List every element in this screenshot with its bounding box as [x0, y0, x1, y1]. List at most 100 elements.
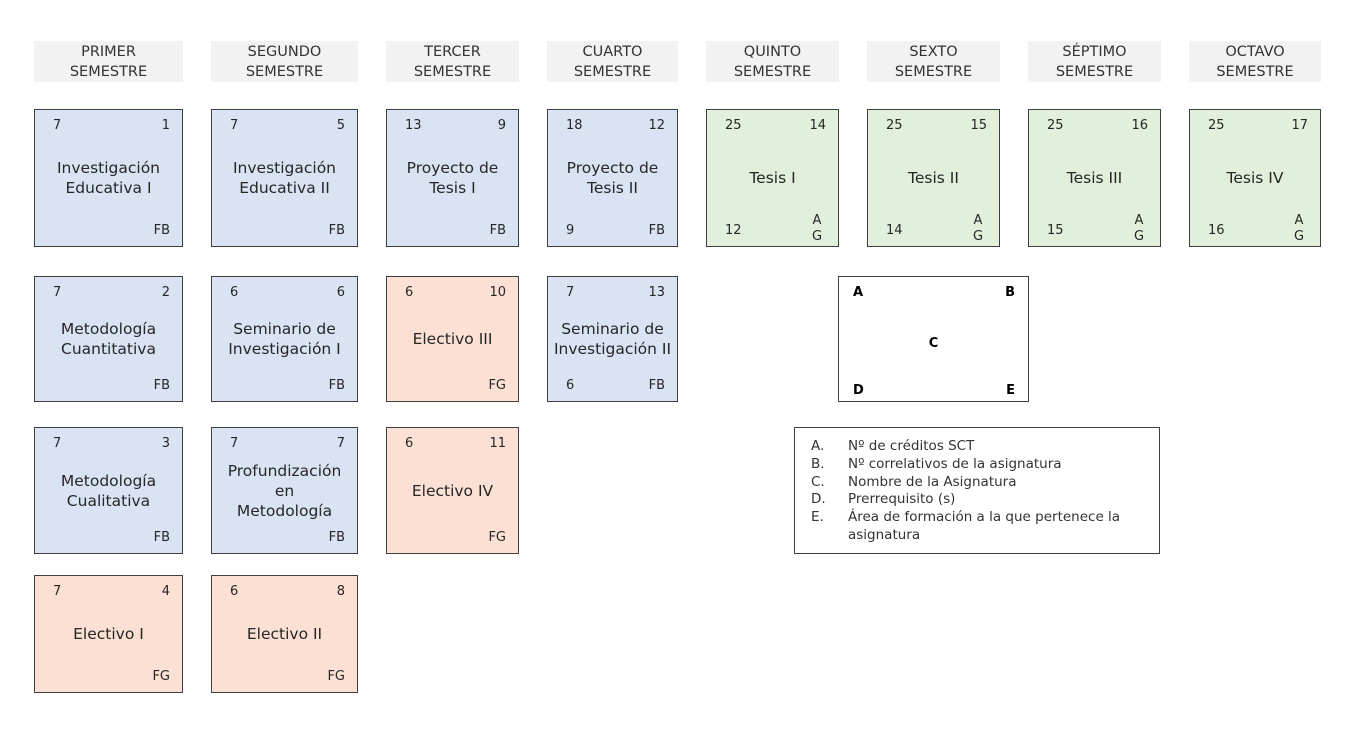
- course-prereq: 9: [566, 223, 575, 238]
- course-area: FG: [327, 669, 345, 684]
- course-card: 6 11 Electivo IV FG: [386, 427, 519, 554]
- semester-header-3: TERCER SEMESTRE: [386, 41, 519, 82]
- legend-item: E. Área de formación a la que pertenece …: [811, 509, 1149, 545]
- course-card: 7 5 Investigación Educativa II FB: [211, 109, 358, 247]
- course-name: Seminario de Investigación II: [553, 320, 672, 358]
- course-area: FB: [153, 223, 170, 238]
- legend-key: D.: [811, 491, 826, 508]
- course-card: 13 9 Proyecto de Tesis I FB: [386, 109, 519, 247]
- course-card: 25 14 Tesis I 12 A G: [706, 109, 839, 247]
- reference-b: B: [1005, 285, 1015, 300]
- course-prereq: 14: [886, 223, 903, 238]
- course-number: 8: [336, 584, 345, 599]
- course-credits: 7: [53, 584, 62, 599]
- semester-header-line2: SEMESTRE: [573, 63, 652, 80]
- course-number: 7: [336, 436, 345, 451]
- semester-header-5: QUINTO SEMESTRE: [706, 41, 839, 82]
- legend-item: B. Nº correlativos de la asignatura: [811, 456, 1149, 474]
- reference-c: C: [928, 336, 939, 351]
- semester-header-line1: OCTAVO: [1225, 43, 1285, 60]
- course-area: A G: [972, 213, 984, 244]
- course-area: FB: [648, 378, 665, 393]
- course-area: FB: [328, 223, 345, 238]
- course-prereq: 12: [725, 223, 742, 238]
- course-name: Tesis III: [1066, 169, 1123, 187]
- course-area: FG: [488, 378, 506, 393]
- course-credits: 13: [405, 118, 422, 133]
- semester-header-line1: QUINTO: [743, 43, 802, 60]
- legend-item: A. Nº de créditos SCT: [811, 438, 1149, 456]
- semester-header-1: PRIMER SEMESTRE: [34, 41, 183, 82]
- course-number: 17: [1291, 118, 1308, 133]
- course-credits: 6: [230, 584, 239, 599]
- course-card: 18 12 Proyecto de Tesis II 9 FB: [547, 109, 678, 247]
- course-card: 25 15 Tesis II 14 A G: [867, 109, 1000, 247]
- course-name: Seminario de Investigación I: [228, 320, 341, 358]
- legend-key: A.: [811, 438, 825, 454]
- course-credits: 18: [566, 118, 583, 133]
- semester-header-line1: TERCER: [424, 43, 481, 60]
- semester-header-6: SEXTO SEMESTRE: [867, 41, 1000, 82]
- course-card: 7 3 Metodología Cualitativa FB: [34, 427, 183, 554]
- reference-d: D: [853, 383, 864, 398]
- course-credits: 7: [53, 118, 62, 133]
- semester-header-4: CUARTO SEMESTRE: [547, 41, 678, 82]
- course-number: 15: [970, 118, 987, 133]
- course-number: 12: [648, 118, 665, 133]
- course-area: FG: [152, 669, 170, 684]
- legend-item: C. Nombre de la Asignatura: [811, 474, 1149, 492]
- semester-header-line1: SEXTO: [909, 43, 958, 60]
- semester-header-line2: SEMESTRE: [413, 63, 492, 80]
- course-card: 7 7 Profundización en Metodología FB: [211, 427, 358, 554]
- course-prereq: 6: [566, 378, 575, 393]
- semester-header-line2: SEMESTRE: [894, 63, 973, 80]
- course-credits: 25: [1047, 118, 1064, 133]
- course-credits: 6: [230, 285, 239, 300]
- course-name: Investigación Educativa II: [232, 159, 337, 197]
- semester-header-line2: SEMESTRE: [1216, 63, 1294, 80]
- legend-text: Nombre de la Asignatura: [848, 473, 1017, 490]
- legend-text: Prerrequisito (s): [848, 491, 956, 508]
- course-name: Proyecto de Tesis II: [566, 159, 659, 197]
- reference-e: E: [1006, 383, 1015, 398]
- course-credits: 7: [53, 285, 62, 300]
- course-area: A G: [1293, 213, 1305, 244]
- course-credits: 25: [725, 118, 742, 133]
- course-credits: 25: [1208, 118, 1225, 133]
- reference-card: A B C D E: [838, 276, 1029, 402]
- course-number: 1: [161, 118, 170, 133]
- course-name: Metodología Cuantitativa: [60, 320, 157, 358]
- legend-key: C.: [811, 473, 825, 490]
- course-name: Electivo IV: [411, 481, 494, 500]
- course-prereq: 15: [1047, 223, 1064, 238]
- legend-text: Nº de créditos SCT: [848, 438, 975, 454]
- course-card: 7 1 Investigación Educativa I FB: [34, 109, 183, 247]
- course-number: 4: [161, 584, 170, 599]
- course-number: 5: [336, 118, 345, 133]
- semester-header-line1: CUARTO: [582, 43, 643, 60]
- course-name: Profundización en Metodología: [227, 461, 342, 520]
- course-card: 7 13 Seminario de Investigación II 6 FB: [547, 276, 678, 402]
- semester-header-7: SÉPTIMO SEMESTRE: [1028, 41, 1161, 82]
- course-number: 10: [489, 285, 506, 300]
- course-name: Electivo I: [73, 625, 144, 643]
- legend-key: E.: [811, 509, 824, 526]
- course-prereq: 16: [1208, 223, 1225, 238]
- semester-header-line2: SEMESTRE: [733, 63, 812, 80]
- course-card: 25 16 Tesis III 15 A G: [1028, 109, 1161, 247]
- course-number: 3: [161, 436, 170, 451]
- course-name: Electivo II: [246, 625, 323, 643]
- course-number: 6: [336, 285, 345, 300]
- course-card: 25 17 Tesis IV 16 A G: [1189, 109, 1321, 247]
- course-name: Proyecto de Tesis I: [406, 159, 499, 197]
- legend-text: Nº correlativos de la asignatura: [848, 455, 1062, 472]
- course-card: 6 6 Seminario de Investigación I FB: [211, 276, 358, 402]
- course-name: Tesis II: [908, 169, 959, 187]
- legend-box: A. Nº de créditos SCT B. Nº correlativos…: [794, 427, 1160, 554]
- course-area: FB: [489, 223, 506, 238]
- course-credits: 6: [405, 285, 414, 300]
- reference-a: A: [853, 285, 864, 300]
- legend-text: Área de formación a la que pertenece la …: [848, 509, 1121, 543]
- course-number: 11: [489, 436, 506, 451]
- course-area: A G: [811, 213, 823, 244]
